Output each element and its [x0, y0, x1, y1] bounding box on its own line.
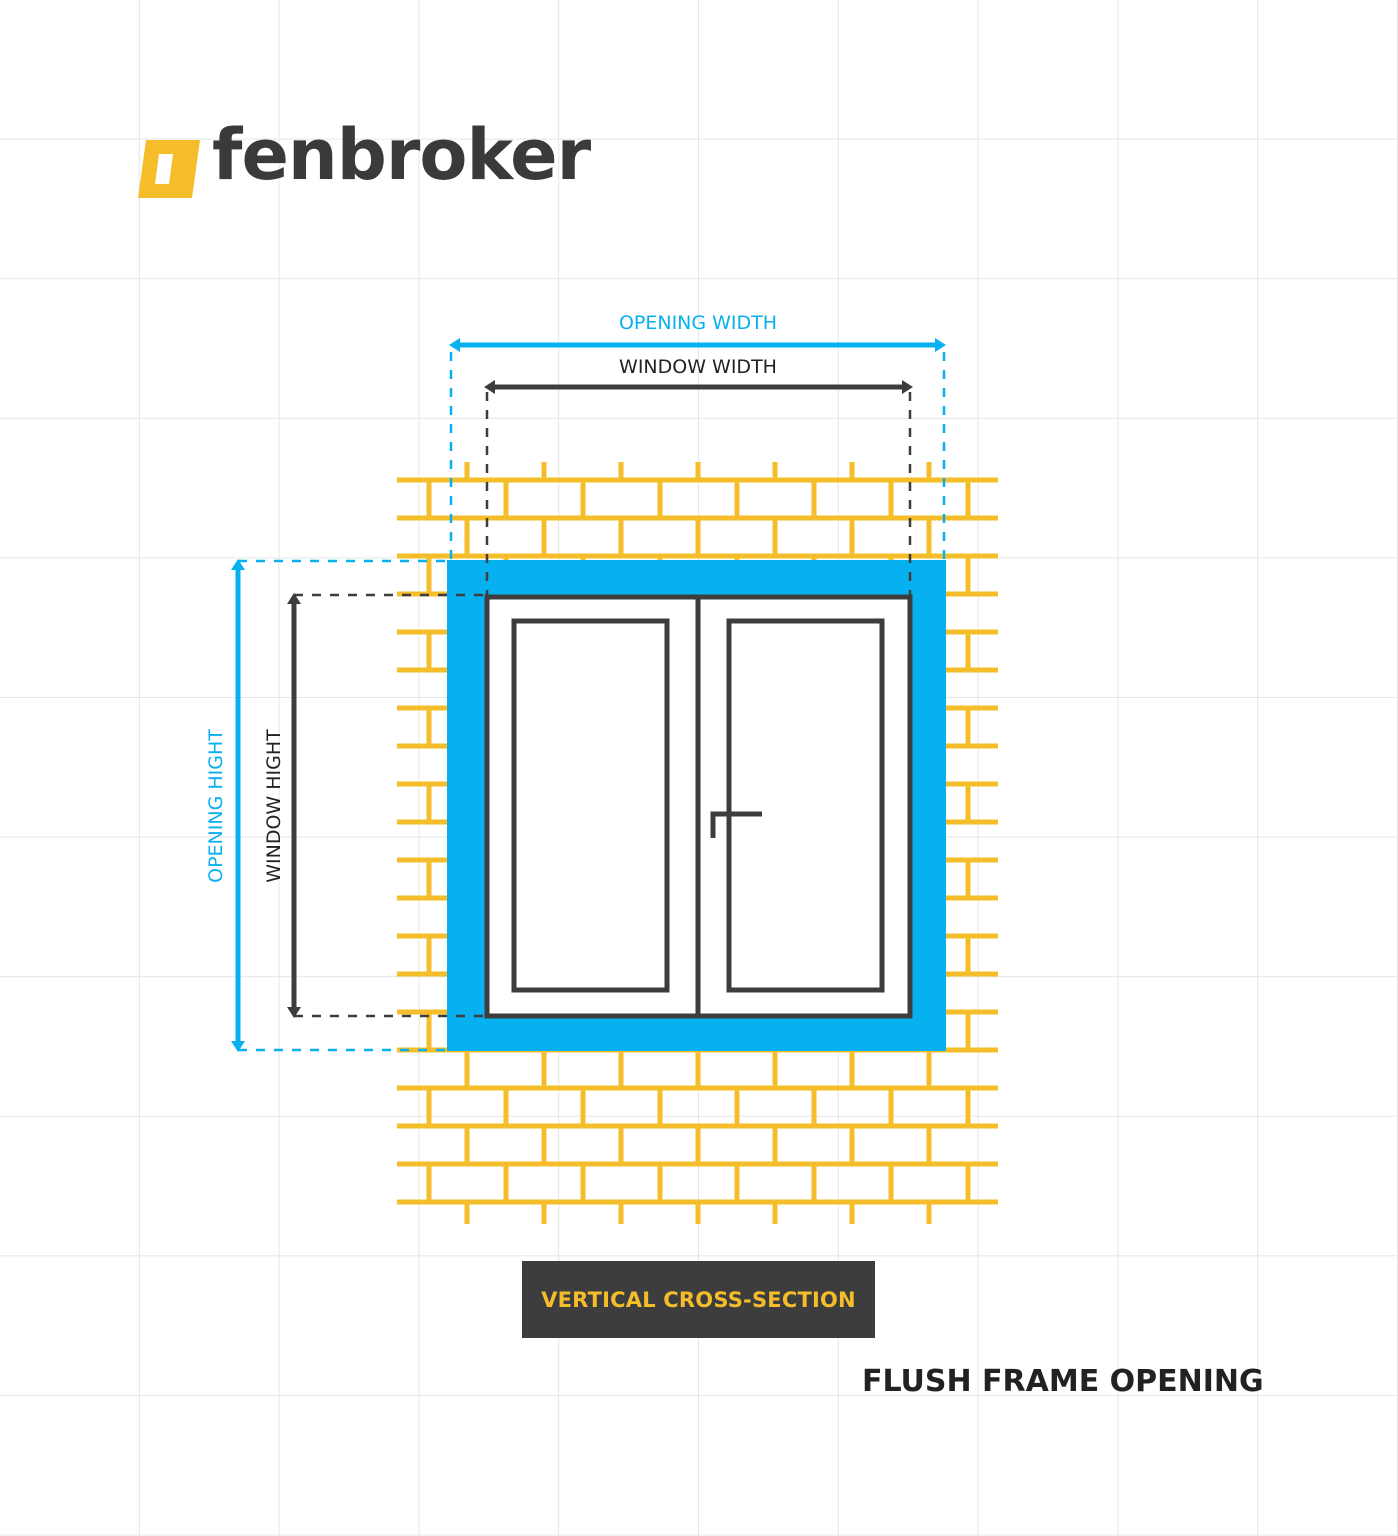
window-height-label: WINDOW HIGHT	[263, 729, 285, 883]
window-width-label: WINDOW WIDTH	[619, 356, 777, 378]
window-handle-icon	[710, 811, 762, 838]
window-height-arrow	[287, 593, 301, 1018]
opening-width-label: OPENING WIDTH	[619, 312, 777, 334]
window-frame	[484, 594, 913, 1019]
brand-name: fenbroker	[212, 114, 591, 196]
opening-width-arrow	[449, 338, 946, 352]
right-sash	[726, 618, 885, 993]
window-width-arrow	[484, 380, 913, 394]
left-sash	[511, 618, 670, 993]
section-label: VERTICAL CROSS-SECTION	[541, 1287, 856, 1312]
opening-height-arrow	[231, 559, 245, 1052]
window-extension-lines	[294, 392, 912, 1018]
diagram-caption: FLUSH FRAME OPENING	[862, 1364, 1264, 1399]
opening-height-label: OPENING HIGHT	[205, 729, 227, 883]
brand-logo-icon	[138, 140, 200, 198]
section-label-box: VERTICAL CROSS-SECTION	[522, 1261, 875, 1338]
